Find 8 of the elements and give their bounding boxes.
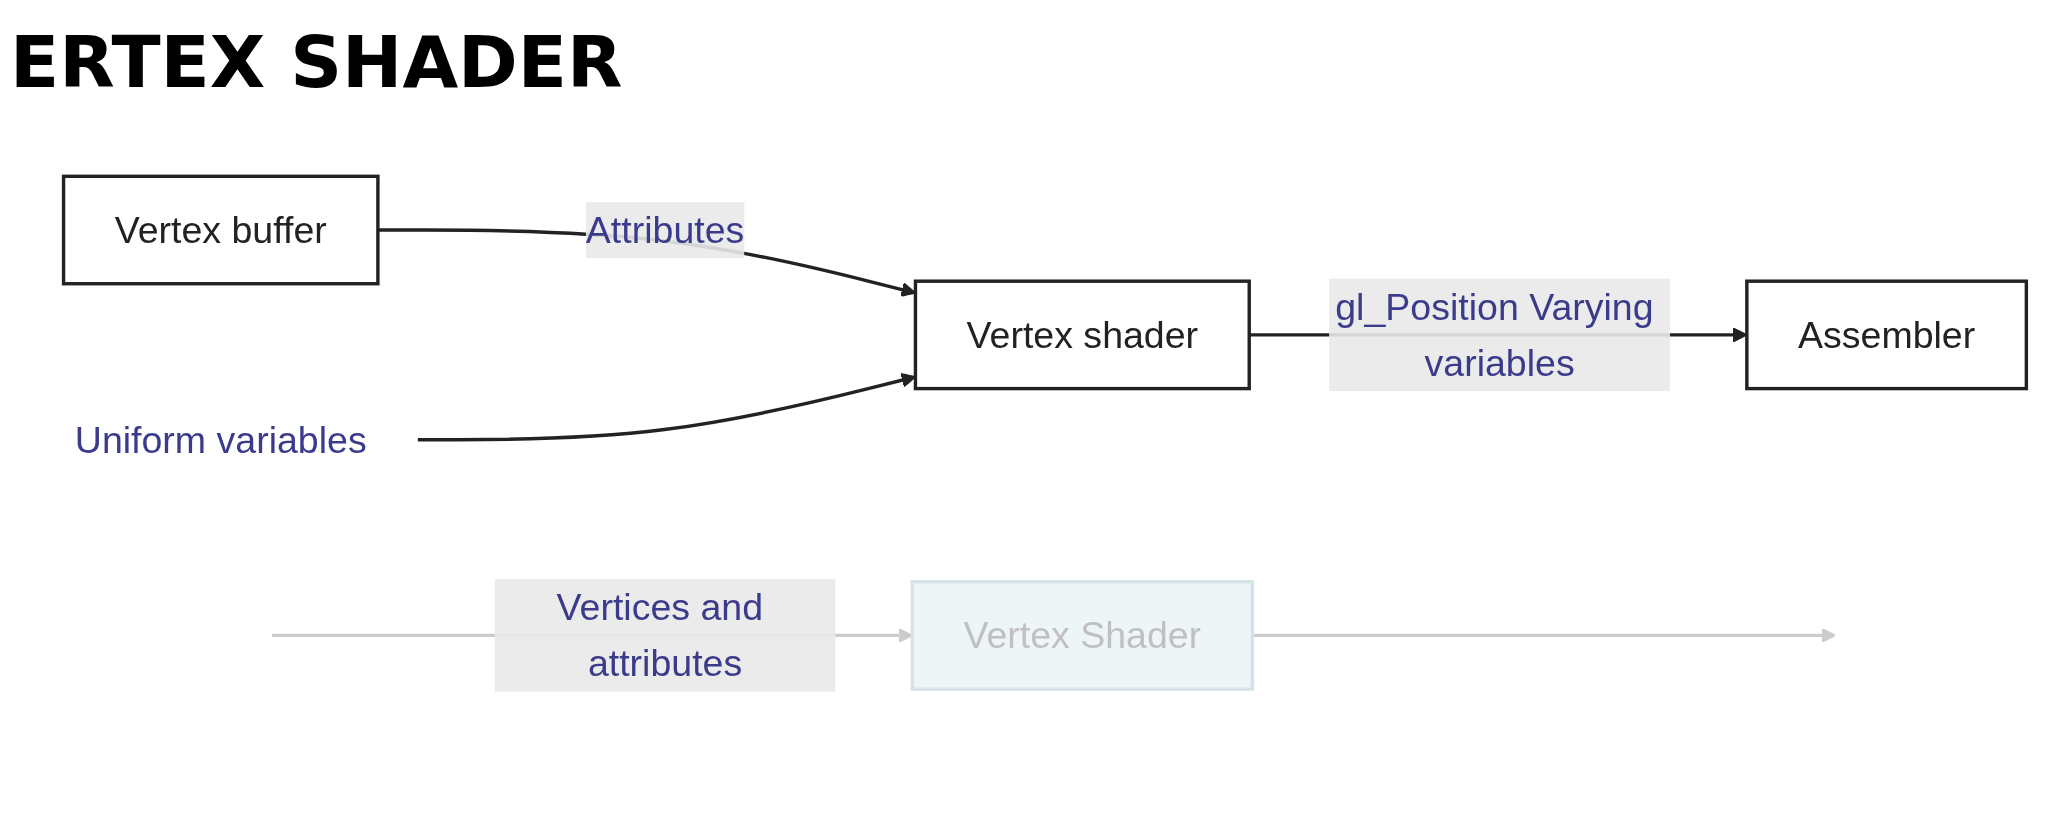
title: ERTEX SHADER — [10, 20, 623, 104]
edge-label: gl_Position Varying variables — [1335, 285, 1654, 385]
edge-label: Vertices and attributes — [556, 585, 764, 685]
edge-label: Attributes — [585, 208, 745, 252]
node-box: Assembler — [1745, 279, 2029, 391]
node-box: Vertex shader — [913, 279, 1251, 391]
node-box: Vertex buffer — [61, 174, 380, 286]
node-text: Uniform variables — [74, 418, 367, 462]
